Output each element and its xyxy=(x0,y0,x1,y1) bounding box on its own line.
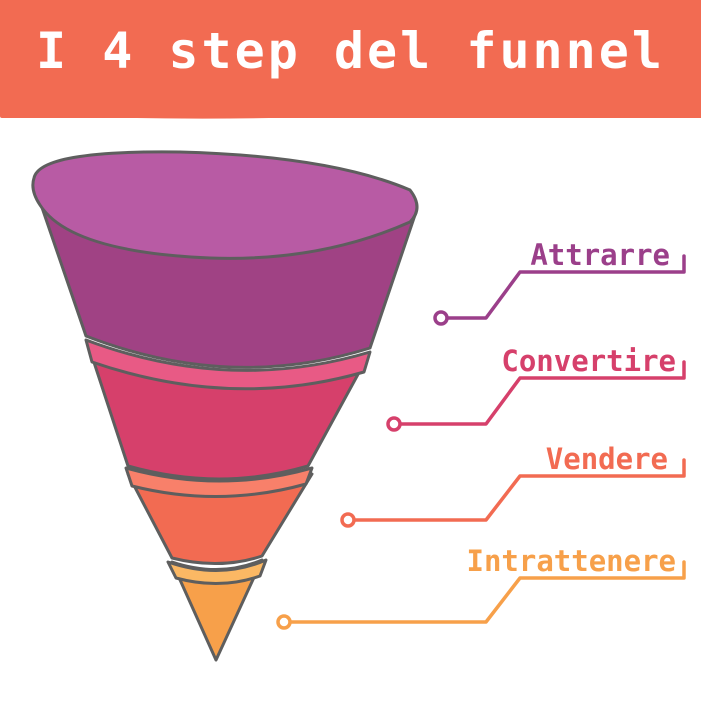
connector-convertire xyxy=(386,360,686,432)
funnel-layer-attrarre xyxy=(31,150,419,369)
step-label-attrarre: Attrarre xyxy=(530,238,670,272)
header-banner xyxy=(0,0,701,118)
step-label-vendere: Vendere xyxy=(546,442,668,476)
funnel-layer-convertire xyxy=(84,338,372,481)
header-wave xyxy=(0,100,701,119)
page-title: I 4 step del funnel xyxy=(36,22,665,80)
connector-vendere xyxy=(340,458,686,528)
connector-intrattenere xyxy=(276,560,686,630)
connector-attrarre xyxy=(433,254,686,326)
step-label-intrattenere: Intrattenere xyxy=(466,544,676,578)
step-label-convertire: Convertire xyxy=(501,344,676,378)
funnel-layer-intrattenere xyxy=(166,558,268,662)
funnel-layer-vendere xyxy=(124,466,314,565)
